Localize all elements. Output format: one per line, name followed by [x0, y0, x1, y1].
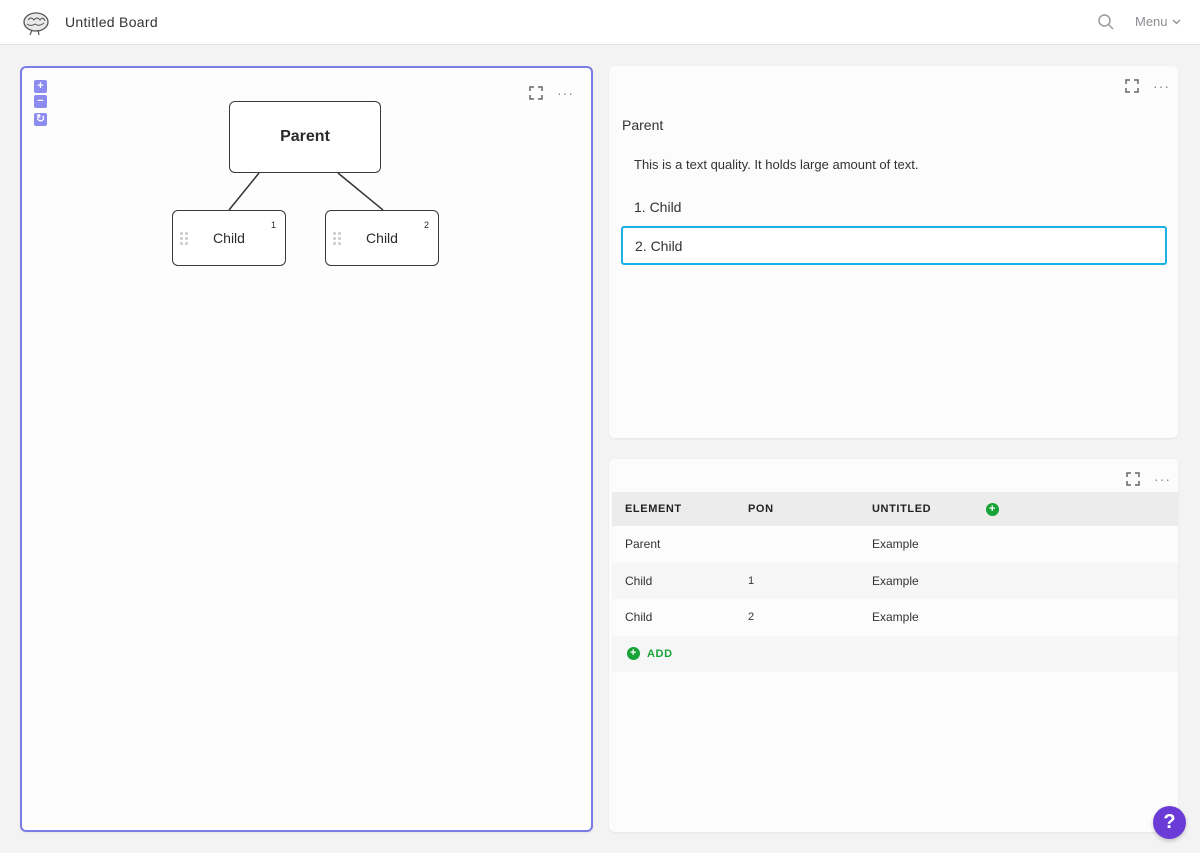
outline-item[interactable]: 1. Child: [634, 199, 682, 215]
search-icon[interactable]: [1097, 13, 1115, 31]
more-options-icon[interactable]: ···: [557, 85, 574, 101]
child-node-number: 1: [270, 220, 276, 230]
text-panel: ··· Parent This is a text quality. It ho…: [609, 66, 1178, 438]
plus-circle-icon: +: [627, 647, 640, 660]
data-table: ELEMENT PON UNTITLED + Parent Example Ch…: [612, 492, 1178, 672]
outline-text[interactable]: This is a text quality. It holds large a…: [634, 157, 919, 172]
drag-handle-icon[interactable]: [333, 232, 341, 245]
brain-logo-icon[interactable]: [22, 10, 50, 36]
diagram-panel-tools: ···: [529, 86, 574, 100]
table-cell[interactable]: Example: [872, 610, 919, 625]
child-node-label: Child: [366, 230, 398, 246]
more-options-icon[interactable]: ···: [1154, 471, 1171, 487]
table-panel-tools: ···: [1126, 472, 1171, 486]
outline-parent[interactable]: Parent: [622, 117, 664, 133]
table-cell[interactable]: Parent: [625, 537, 661, 552]
diagram-panel[interactable]: + − ↻ ··· Parent Child 1 Child 2: [20, 66, 593, 832]
reset-zoom-button[interactable]: ↻: [34, 113, 47, 126]
table-cell[interactable]: Child: [625, 610, 653, 625]
table-row[interactable]: Child 1 Example: [612, 562, 1178, 599]
child-node-2[interactable]: Child 2: [325, 210, 439, 266]
zoom-in-button[interactable]: +: [34, 80, 47, 93]
diagram-connectors: [228, 172, 384, 211]
table-row[interactable]: Parent Example: [612, 526, 1178, 563]
column-header-element[interactable]: ELEMENT: [625, 503, 682, 515]
parent-node[interactable]: Parent: [229, 101, 381, 173]
table-row[interactable]: Child 2 Example: [612, 599, 1178, 636]
more-options-icon[interactable]: ···: [1153, 78, 1170, 94]
zoom-out-button[interactable]: −: [34, 95, 47, 108]
expand-icon[interactable]: [1126, 472, 1140, 486]
board-title[interactable]: Untitled Board: [65, 14, 158, 30]
table-header: ELEMENT PON UNTITLED +: [612, 492, 1178, 526]
menu-label: Menu: [1135, 14, 1168, 29]
child-node-1[interactable]: Child 1: [172, 210, 286, 266]
text-panel-tools: ···: [1125, 79, 1170, 93]
expand-icon[interactable]: [529, 86, 543, 100]
drag-handle-icon[interactable]: [180, 232, 188, 245]
child-node-number: 2: [423, 220, 429, 230]
help-button[interactable]: ?: [1153, 806, 1186, 839]
add-row-label: ADD: [647, 647, 673, 660]
zoom-controls: + − ↻: [34, 80, 47, 126]
chevron-down-icon: [1172, 19, 1180, 24]
table-panel: ··· ELEMENT PON UNTITLED + Parent Exampl…: [609, 459, 1178, 832]
table-cell[interactable]: Child: [625, 573, 653, 588]
top-bar: Untitled Board Menu: [0, 0, 1200, 45]
table-cell[interactable]: 1: [748, 574, 755, 587]
column-header-untitled[interactable]: UNTITLED: [872, 503, 932, 515]
child-node-label: Child: [213, 230, 245, 246]
parent-node-label: Parent: [280, 128, 330, 145]
column-header-pon[interactable]: PON: [748, 503, 774, 515]
table-cell[interactable]: Example: [872, 573, 919, 588]
table-cell[interactable]: Example: [872, 537, 919, 552]
outline-item-selected[interactable]: 2. Child: [621, 226, 1167, 265]
add-column-icon[interactable]: +: [986, 502, 999, 516]
add-row-button[interactable]: + ADD: [612, 635, 1178, 672]
menu-button[interactable]: Menu: [1135, 14, 1181, 29]
expand-icon[interactable]: [1125, 79, 1139, 93]
table-cell[interactable]: 2: [748, 611, 755, 624]
